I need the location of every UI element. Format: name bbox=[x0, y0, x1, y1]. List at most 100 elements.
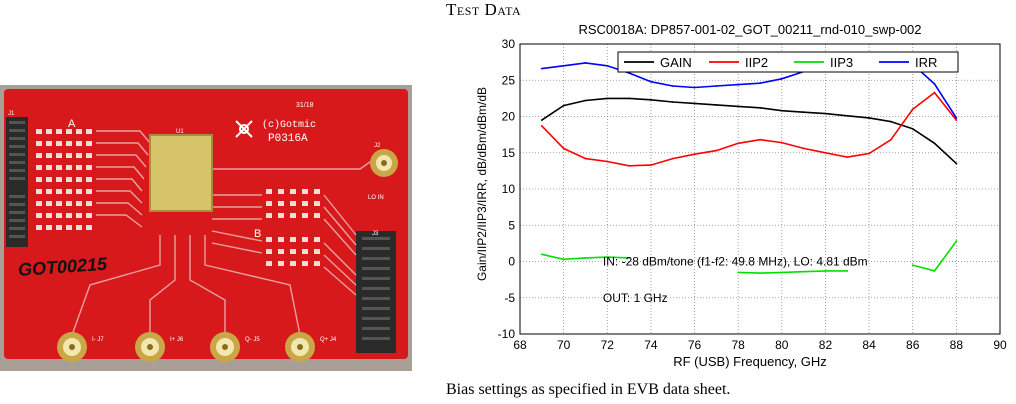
y-tick-label: 20 bbox=[502, 110, 516, 124]
data-point-iip2 bbox=[759, 138, 761, 141]
y-tick-label: 30 bbox=[502, 37, 516, 51]
data-point-iip2 bbox=[955, 119, 958, 122]
legend-label-gain: GAIN bbox=[660, 55, 692, 70]
x-tick-label: 88 bbox=[950, 338, 964, 352]
connector-label-j6: I+ J6 bbox=[170, 337, 184, 343]
data-point-gain bbox=[911, 127, 914, 130]
data-point-iip3 bbox=[606, 256, 609, 259]
silkscreen-label-j2: J2 bbox=[374, 143, 381, 149]
x-tick-label: 78 bbox=[732, 338, 746, 352]
silkscreen-label-lo-in: LO IN bbox=[368, 195, 384, 201]
data-point-iip2 bbox=[715, 149, 718, 152]
legend-label-iip2: IIP2 bbox=[745, 55, 768, 70]
data-point-gain bbox=[955, 162, 958, 165]
x-tick-label: 84 bbox=[862, 338, 876, 352]
pcb-board bbox=[4, 89, 408, 359]
data-point-iip2 bbox=[824, 151, 827, 154]
data-point-irr bbox=[606, 64, 609, 67]
data-point-iip2 bbox=[737, 142, 740, 145]
data-point-irr bbox=[759, 82, 761, 85]
sma-connector-j4 bbox=[285, 332, 315, 362]
data-point-irr bbox=[671, 85, 674, 87]
silkscreen-label-b: B bbox=[254, 228, 261, 240]
x-tick-label: 68 bbox=[513, 338, 527, 352]
x-tick-label: 70 bbox=[557, 338, 571, 352]
connector-label-j4: Q+ J4 bbox=[320, 337, 337, 343]
x-axis-label: RF (USB) Frequency, GHz bbox=[673, 354, 827, 369]
data-point-iip2 bbox=[671, 157, 674, 160]
data-point-iip2 bbox=[846, 156, 849, 159]
data-point-gain bbox=[759, 106, 761, 109]
data-point-iip3 bbox=[780, 271, 783, 274]
right-header-connector bbox=[356, 231, 396, 353]
data-point-irr bbox=[737, 83, 740, 86]
data-point-irr bbox=[955, 117, 958, 119]
sma-connector-j6 bbox=[135, 332, 165, 362]
data-point-irr bbox=[693, 86, 696, 89]
silkscreen-label-j1: J1 bbox=[8, 111, 15, 117]
data-point-iip3 bbox=[759, 272, 761, 274]
y-tick-label: 15 bbox=[502, 146, 516, 160]
data-point-gain bbox=[846, 114, 849, 117]
data-point-iip3 bbox=[955, 240, 958, 243]
data-point-iip3 bbox=[562, 258, 565, 261]
x-tick-label: 90 bbox=[993, 338, 1007, 352]
data-point-gain bbox=[933, 142, 936, 145]
x-tick-label: 72 bbox=[601, 338, 615, 352]
series-line-gain bbox=[541, 97, 957, 165]
data-point-irr bbox=[540, 67, 543, 70]
data-point-iip3 bbox=[737, 271, 740, 274]
x-tick-label: 86 bbox=[906, 338, 920, 352]
series-line-iip3 bbox=[738, 270, 848, 274]
data-point-iip2 bbox=[628, 164, 630, 167]
data-point-gain bbox=[737, 105, 740, 108]
connector-label-j7: I- J7 bbox=[92, 337, 104, 343]
caption: Bias settings as specified in EVB data s… bbox=[446, 381, 731, 398]
plot-frame bbox=[519, 43, 1001, 335]
data-point-gain bbox=[562, 104, 565, 107]
section-title: Test Data bbox=[446, 0, 522, 19]
data-point-iip2 bbox=[780, 141, 783, 144]
y-tick-label: 0 bbox=[508, 255, 515, 269]
data-point-iip2 bbox=[890, 138, 892, 141]
x-tick-label: 80 bbox=[775, 338, 789, 352]
data-point-iip3 bbox=[824, 270, 827, 272]
legend-label-iip3: IIP3 bbox=[830, 55, 853, 70]
gotmic-logo-icon bbox=[235, 120, 253, 138]
y-tick-label: 25 bbox=[502, 73, 516, 87]
y-axis-label: Gain/IIP2/IIP3/IRR, dB/dBm/dBm/dB bbox=[475, 87, 489, 281]
y-tick-label: 10 bbox=[502, 182, 516, 196]
data-point-iip3 bbox=[584, 256, 587, 259]
data-point-gain bbox=[868, 117, 870, 119]
data-point-gain bbox=[824, 112, 827, 115]
data-point-irr bbox=[715, 85, 718, 87]
data-point-iip2 bbox=[933, 91, 936, 94]
silkscreen-company: (c)Gotmic bbox=[262, 119, 316, 131]
data-point-gain bbox=[540, 119, 543, 122]
data-point-iip2 bbox=[606, 160, 609, 163]
data-point-irr bbox=[562, 64, 565, 67]
chart-annotation: IN: -28 dBm/tone (f1-f2: 49.8 MHz), LO: … bbox=[603, 255, 868, 269]
data-point-gain bbox=[715, 104, 718, 106]
chart-annotations: IN: -28 dBm/tone (f1-f2: 49.8 MHz), LO: … bbox=[603, 255, 868, 305]
data-point-iip2 bbox=[693, 153, 696, 156]
chart-title: RSC0018A: DP857-001-02_GOT_00211_rnd-010… bbox=[578, 22, 921, 37]
chart-series bbox=[540, 61, 958, 274]
connector-label-j5: Q- J5 bbox=[245, 337, 260, 343]
data-point-iip2 bbox=[868, 152, 870, 155]
data-point-gain bbox=[606, 97, 609, 100]
data-point-gain bbox=[584, 99, 587, 102]
data-point-gain bbox=[650, 98, 652, 101]
data-point-iip3 bbox=[933, 270, 936, 272]
y-tick-label: -5 bbox=[504, 291, 515, 305]
y-tick-label: -10 bbox=[498, 327, 516, 341]
data-point-irr bbox=[628, 72, 630, 74]
mmic-chip bbox=[149, 134, 213, 212]
data-point-irr bbox=[933, 82, 936, 85]
data-point-iip2 bbox=[562, 147, 565, 150]
data-point-gain bbox=[693, 102, 696, 105]
data-point-iip3 bbox=[846, 270, 849, 272]
data-point-irr bbox=[650, 80, 652, 83]
legend-box bbox=[617, 51, 959, 73]
